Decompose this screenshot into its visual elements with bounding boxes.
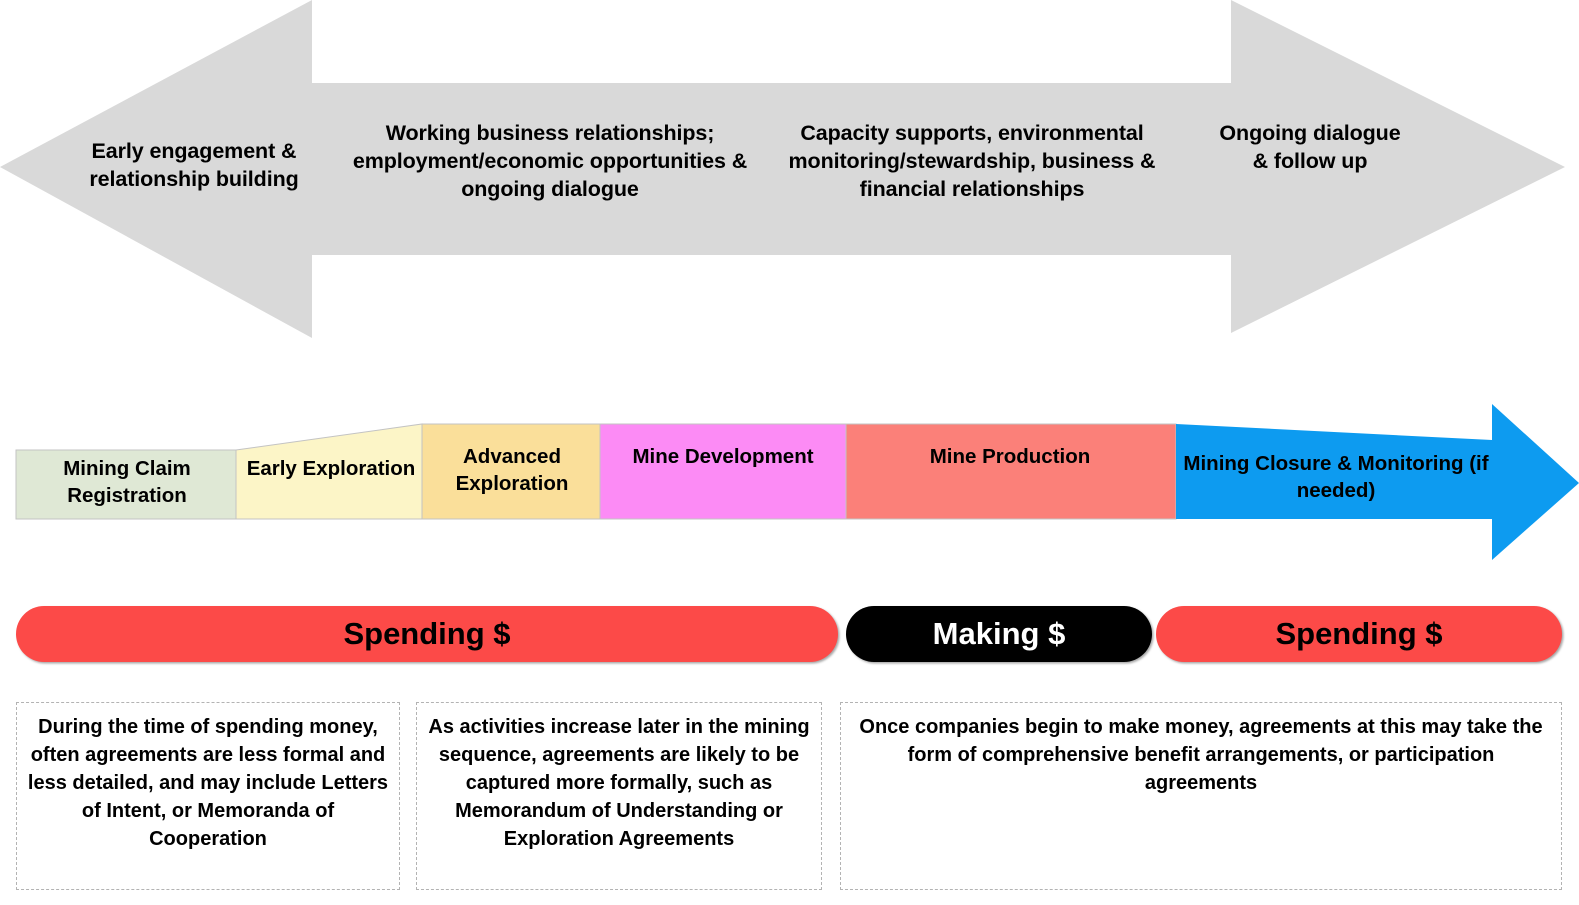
engagement-phase-label-2: Working business relationships; employme… [352,121,748,201]
engagement-phase-label-3: Capacity supports, environmental monitor… [788,121,1156,201]
engagement-arrow-shape [0,0,1565,338]
stage-label-mine-production: Mine Production [929,445,1091,468]
note-box-spending-agreements: During the time of spending money, often… [16,702,400,890]
stage-label-mine-development: Mine Development [632,445,814,468]
money-phase-making[interactable]: Making $ [846,606,1152,662]
money-phase-spending-early[interactable]: Spending $ [16,606,838,662]
stage-segment-mine-production[interactable] [845,423,1177,520]
stage-segment-mining-closure-monitoring[interactable] [1176,404,1579,560]
stage-label-early-exploration: Early Exploration [246,457,416,480]
engagement-phase-label-1: Early engagement & relationship building [89,139,299,191]
stage-label-advanced-exploration: Advanced Exploration [455,445,569,496]
engagement-double-arrow [0,0,1565,338]
stage-segment-mine-development[interactable] [599,423,847,520]
engagement-phase-label-4: Ongoing dialogue & follow up [1219,121,1401,173]
stage-label-mining-closure-monitoring: Mining Closure & Monitoring (if needed) [1183,452,1489,503]
mining-sequence-arrow [15,404,1579,560]
note-box-benefit-agreements: Once companies begin to make money, agre… [840,702,1562,890]
stage-label-mining-claim-registration: Mining Claim Registration [63,457,191,508]
money-phase-spending-late[interactable]: Spending $ [1156,606,1562,662]
note-box-formal-agreements: As activities increase later in the mini… [416,702,822,890]
